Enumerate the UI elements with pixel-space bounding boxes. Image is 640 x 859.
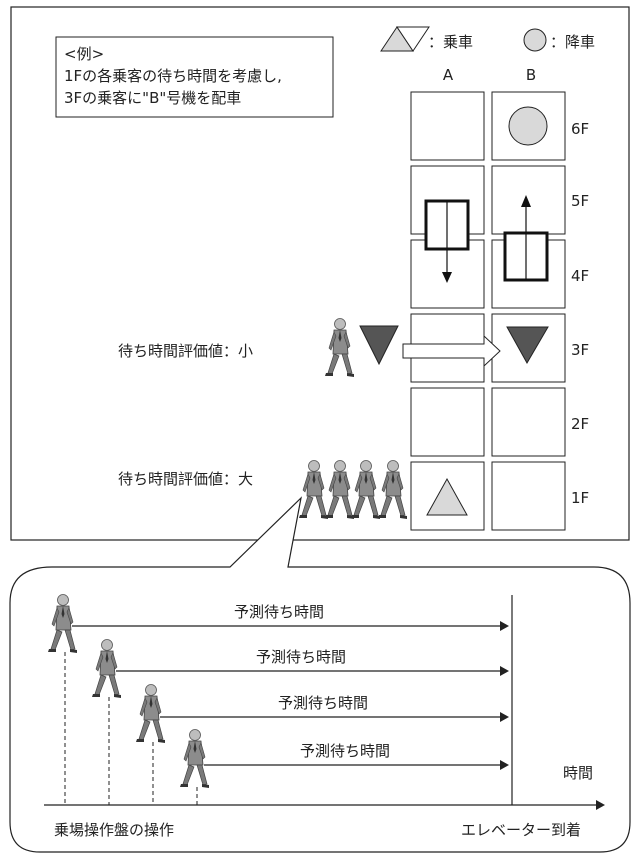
legend-circle-icon [523, 28, 547, 52]
caller-3f-down-triangle-icon [359, 325, 399, 366]
alight-circle-icon [508, 106, 548, 146]
floor-label-5f: 5F [571, 192, 589, 210]
caller-1f-person-icon [377, 460, 408, 520]
legend: ：乗車 ：降車 [380, 26, 595, 52]
a-1f-up-triangle-icon [426, 477, 468, 516]
example-line-2: 1Fの各乗客の待ち時間を考慮し, [64, 67, 282, 85]
b-3f-down-triangle-icon [506, 326, 549, 365]
shaft-b-1f [491, 461, 566, 531]
dispatch-arrow-icon [402, 334, 501, 368]
dropper-lines [64, 652, 198, 805]
car-b [503, 195, 549, 282]
legend-alight-label: ：降車 [550, 33, 595, 51]
shaft-a [410, 91, 485, 531]
car-a-down-arrow-icon [442, 272, 452, 283]
wait-arrows: 予測待ち時間 予測待ち時間 予測待ち時間 予測待ち時間 [72, 603, 509, 770]
floor-label-1f: 1F [571, 489, 589, 507]
car-a [424, 199, 470, 283]
callout-frame [9, 496, 631, 853]
floor-labels: 6F 5F 4F 3F 2F 1F [571, 120, 589, 507]
wait-arrow-label-3: 予測待ち時間 [278, 694, 368, 712]
waiting-label-large: 待ち時間評価値：大 [118, 470, 253, 488]
example-line-1: <例> [64, 45, 104, 63]
caller-1f-person-icon [324, 460, 355, 520]
end-label: エレベーター到着 [461, 821, 581, 839]
floor-label-4f: 4F [571, 267, 589, 285]
waiting-label-small: 待ち時間評価値：小 [118, 342, 253, 360]
shaft-a-2f [410, 387, 485, 457]
top-panel-frame [10, 6, 630, 541]
wait-arrow-label-2: 予測待ち時間 [256, 648, 346, 666]
wait-arrow-label-4: 予測待ち時間 [300, 742, 390, 760]
shaft-a-6f [410, 91, 485, 161]
caller-3f-person-icon [324, 318, 355, 378]
start-label: 乗場操作盤の操作 [54, 821, 174, 839]
caller-1f-group [298, 460, 408, 520]
column-header-a: A [443, 66, 454, 84]
floor-label-2f: 2F [571, 415, 589, 433]
example-line-3: 3Fの乗客に"B"号機を配車 [64, 89, 241, 107]
shaft-b-2f [491, 387, 566, 457]
legend-board-label: ：乗車 [428, 33, 473, 51]
legend-down-triangle-icon [396, 26, 430, 52]
caller-1f-person-icon [350, 460, 381, 520]
shaft-b-5f [491, 165, 566, 235]
time-axis-arrow-icon [596, 800, 605, 810]
floor-label-6f: 6F [571, 120, 589, 138]
wait-arrow-label-1: 予測待ち時間 [234, 603, 324, 621]
example-box: <例> 1Fの各乗客の待ち時間を考慮し, 3Fの乗客に"B"号機を配車 [55, 36, 334, 118]
time-axis-label: 時間 [563, 764, 593, 782]
caller-1f-person-icon [298, 460, 329, 520]
floor-label-3f: 3F [571, 341, 589, 359]
column-header-b: B [526, 66, 536, 84]
shaft-b [491, 91, 566, 531]
car-b-up-arrow-icon [521, 195, 531, 207]
